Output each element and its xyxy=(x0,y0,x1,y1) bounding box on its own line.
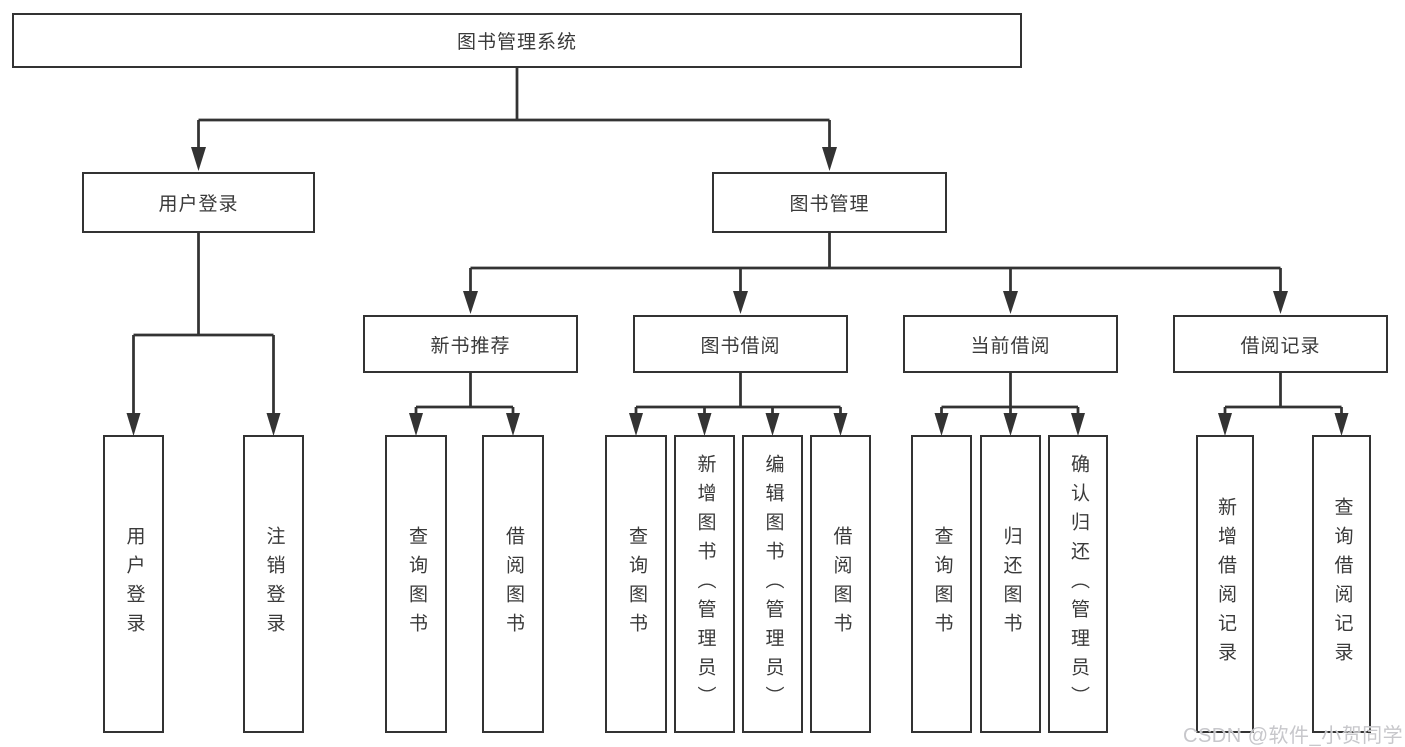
leaf-label: 查询借阅记录 xyxy=(1331,497,1353,671)
node-label: 用户登录 xyxy=(158,194,239,215)
leaf-label: 借阅图书 xyxy=(830,526,852,642)
leaf-label: 编辑图书（管理员） xyxy=(762,453,784,715)
node-new-book-recommend: 新书推荐 xyxy=(363,315,578,373)
leaf-label: 借阅图书 xyxy=(502,526,524,642)
leaf-borrow-books-recommend: 借阅图书 xyxy=(482,435,544,733)
node-label: 新书推荐 xyxy=(430,335,511,357)
node-book-management: 图书管理 xyxy=(712,172,947,233)
node-library-system: 图书管理系统 xyxy=(12,13,1022,68)
arrowheads xyxy=(126,147,1349,436)
leaf-query-borrow-record: 查询借阅记录 xyxy=(1312,435,1371,733)
tree-edges xyxy=(132,68,1343,416)
leaf-label: 注销登录 xyxy=(263,526,285,642)
node-user-login: 用户登录 xyxy=(82,172,315,233)
leaf-label: 查询图书 xyxy=(405,526,427,642)
leaf-add-book-admin: 新增图书（管理员） xyxy=(674,435,735,733)
leaf-logout: 注销登录 xyxy=(243,435,304,733)
leaf-return-books: 归还图书 xyxy=(980,435,1041,733)
leaf-borrow-books: 借阅图书 xyxy=(810,435,871,733)
node-label: 图书管理系统 xyxy=(456,32,577,53)
leaf-label: 新增图书（管理员） xyxy=(694,453,716,715)
leaf-label: 查询图书 xyxy=(931,526,953,642)
node-label: 图书管理 xyxy=(789,194,870,215)
node-borrowing-records: 借阅记录 xyxy=(1173,315,1388,373)
leaf-label: 确认归还（管理员） xyxy=(1067,453,1089,715)
node-book-borrowing: 图书借阅 xyxy=(633,315,848,373)
leaf-query-books-current: 查询图书 xyxy=(911,435,972,733)
leaf-label: 查询图书 xyxy=(625,526,647,642)
leaf-user-login: 用户登录 xyxy=(103,435,164,733)
leaf-label: 新增借阅记录 xyxy=(1214,497,1236,671)
leaf-add-borrow-record: 新增借阅记录 xyxy=(1196,435,1254,733)
watermark: CSDN @软件_小贺同学 xyxy=(1183,725,1404,747)
leaf-edit-book-admin: 编辑图书（管理员） xyxy=(742,435,803,733)
leaf-query-books-borrow: 查询图书 xyxy=(605,435,667,733)
leaf-label: 归还图书 xyxy=(1000,526,1022,642)
node-label: 借阅记录 xyxy=(1240,335,1321,357)
leaf-confirm-return-admin: 确认归还（管理员） xyxy=(1048,435,1108,733)
node-label: 图书借阅 xyxy=(700,335,781,357)
leaf-query-books-recommend: 查询图书 xyxy=(385,435,447,733)
node-label: 当前借阅 xyxy=(970,335,1051,357)
node-current-borrowing: 当前借阅 xyxy=(903,315,1118,373)
leaf-label: 用户登录 xyxy=(123,526,145,642)
